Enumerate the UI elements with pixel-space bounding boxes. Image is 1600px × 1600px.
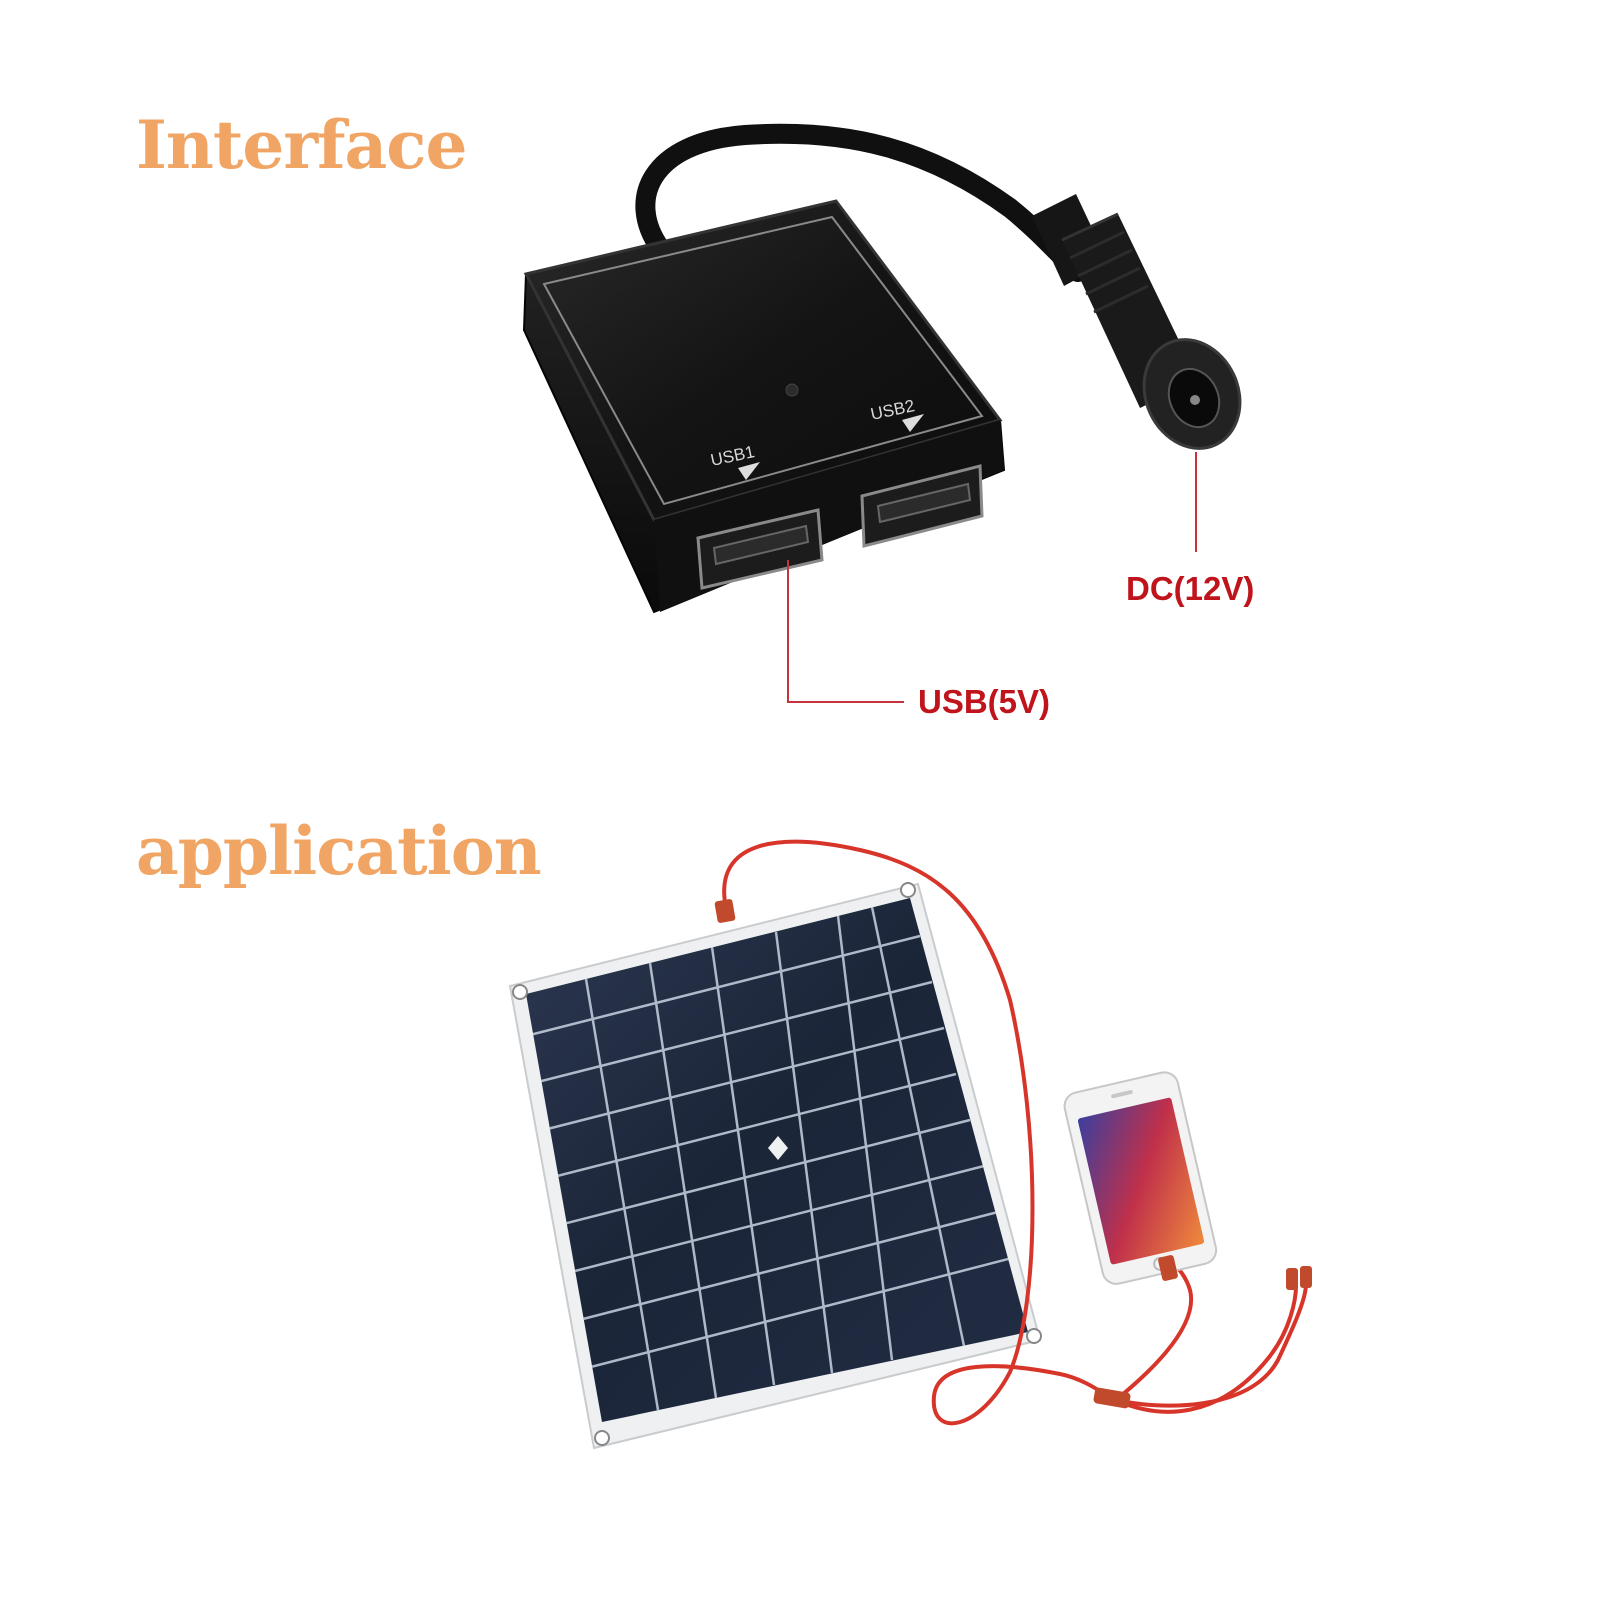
- interface-heading: Interface: [136, 106, 467, 184]
- cable-splitter: [1093, 1387, 1131, 1409]
- phone-screen: [1077, 1097, 1205, 1265]
- dc-barrel-connector: [1032, 194, 1242, 450]
- smartphone: [1063, 1071, 1218, 1285]
- usb2-arrow-icon: [902, 414, 924, 432]
- indicator-led: [785, 383, 799, 397]
- usb-c-plug: [1300, 1266, 1312, 1288]
- solar-panel: [508, 882, 1042, 1450]
- usb1-port: [696, 508, 824, 590]
- cable-connector: [714, 899, 736, 923]
- usb-callout-label: USB(5V): [918, 683, 1051, 720]
- lightning-plug: [1286, 1268, 1298, 1290]
- phone-plug: [1158, 1255, 1178, 1281]
- usb2-port: [860, 464, 984, 548]
- application-heading: application: [136, 812, 542, 890]
- dc-callout-label: DC(12V): [1126, 570, 1255, 607]
- usb-callout-line: [787, 560, 904, 703]
- usb1-arrow-icon: [738, 462, 760, 480]
- dc-cable: [635, 123, 1088, 282]
- usb-converter-device: USB1 USB2: [522, 123, 1242, 614]
